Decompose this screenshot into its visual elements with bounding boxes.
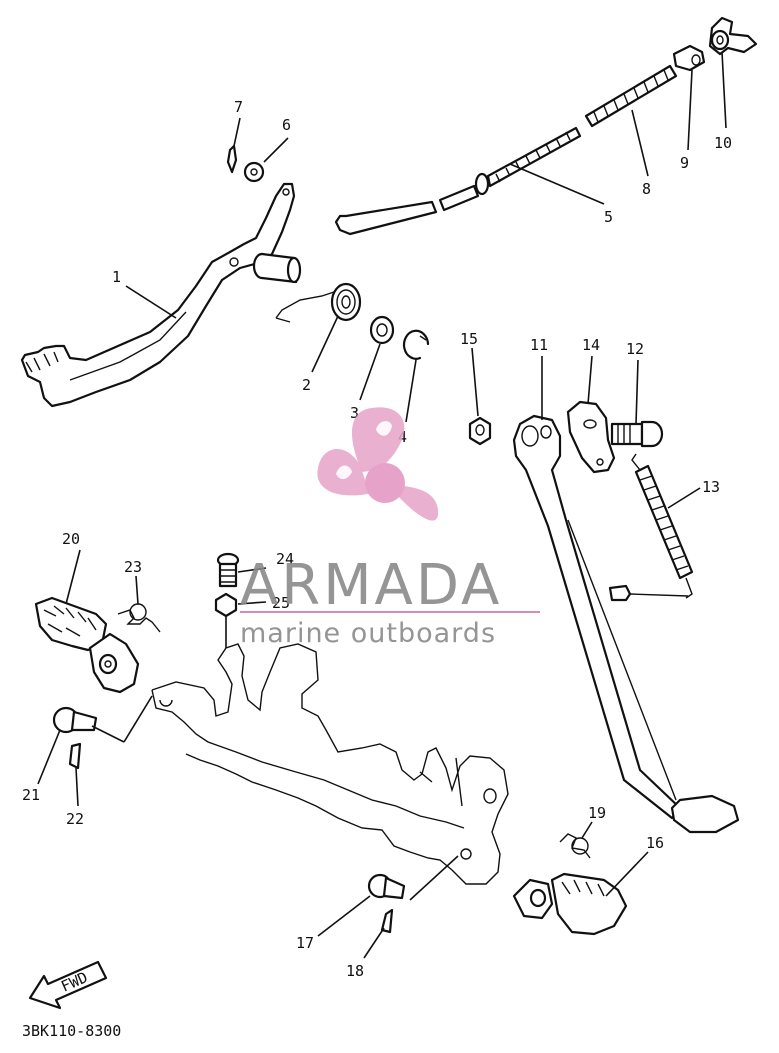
part-label-1: 1 (112, 268, 121, 286)
part-label-5: 5 (604, 208, 613, 226)
part-label-19: 19 (588, 804, 606, 822)
leader-lines (37, 51, 727, 959)
kick-pedal-part (20, 182, 302, 408)
collar-part (672, 44, 706, 72)
watermark-tagline: marine outboards (240, 618, 496, 649)
part-label-13: 13 (702, 478, 720, 496)
frame-section (151, 643, 509, 885)
nut-25-part (214, 592, 238, 618)
footrest-pin-right-part (367, 873, 406, 900)
propeller-logo-icon (317, 407, 439, 521)
part-label-8: 8 (642, 180, 651, 198)
compression-spring-part (584, 64, 678, 128)
stand-bracket-part (566, 400, 616, 474)
fwd-arrow-icon: FWD (28, 960, 108, 1010)
part-label-18: 18 (346, 962, 364, 980)
part-label-21: 21 (22, 786, 40, 804)
cotter-pin-part (226, 144, 238, 174)
footrest-spring-left-part (117, 603, 161, 633)
pivot-bolt-part (610, 420, 664, 448)
washer-part (369, 315, 395, 345)
sidestand-part (512, 414, 740, 834)
part-label-12: 12 (626, 340, 644, 358)
part-label-11: 11 (530, 336, 548, 354)
bolt-24-part (216, 552, 240, 588)
cotter-pin-right-part (380, 908, 394, 934)
drawing-code: 3BK110-8300 (22, 1022, 121, 1040)
part-label-15: 15 (460, 330, 478, 348)
part-label-17: 17 (296, 934, 314, 952)
part-label-6: 6 (282, 116, 291, 134)
part-label-24: 24 (276, 550, 294, 568)
part-label-7: 7 (234, 98, 243, 116)
left-footrest-part (34, 596, 140, 694)
circlip-part (402, 329, 430, 360)
footrest-spring-right-part (559, 833, 591, 859)
part-label-2: 2 (302, 376, 311, 394)
kick-spring-part (275, 282, 362, 323)
part-label-10: 10 (714, 134, 732, 152)
part-labels: 1 2 3 4 5 6 7 8 9 10 11 12 13 14 15 16 1… (22, 98, 732, 980)
right-footrest-part (512, 872, 628, 936)
part-label-23: 23 (124, 558, 142, 576)
hex-nut-part (468, 416, 492, 446)
part-label-25: 25 (272, 594, 290, 612)
part-label-14: 14 (582, 336, 600, 354)
plain-washer-part (243, 161, 265, 183)
part-label-16: 16 (646, 834, 664, 852)
armada-watermark: ARMADA marine outboards (240, 407, 540, 649)
part-label-20: 20 (62, 530, 80, 548)
cotter-pin-left-part (68, 742, 82, 770)
adjusting-rod-part (334, 126, 582, 236)
part-label-3: 3 (350, 404, 359, 422)
part-label-9: 9 (680, 154, 689, 172)
wing-nut-part (708, 16, 758, 56)
stand-spring-part (608, 453, 694, 602)
watermark-brand: ARMADA (240, 553, 502, 618)
footrest-pin-left-part (52, 706, 98, 734)
part-label-22: 22 (66, 810, 84, 828)
